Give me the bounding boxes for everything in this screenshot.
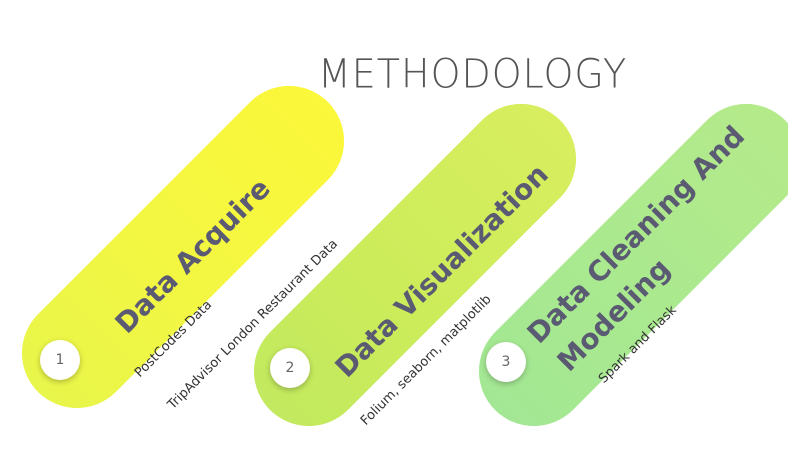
step-2-number: 2 (285, 360, 295, 376)
step-1-number-badge: 1 (40, 340, 80, 380)
page-title: METHODOLOGY (318, 50, 628, 97)
step-1-number: 1 (55, 352, 65, 368)
step-3-number: 3 (501, 354, 511, 370)
step-3-number-badge: 3 (486, 342, 526, 382)
step-2-number-badge: 2 (270, 348, 310, 388)
